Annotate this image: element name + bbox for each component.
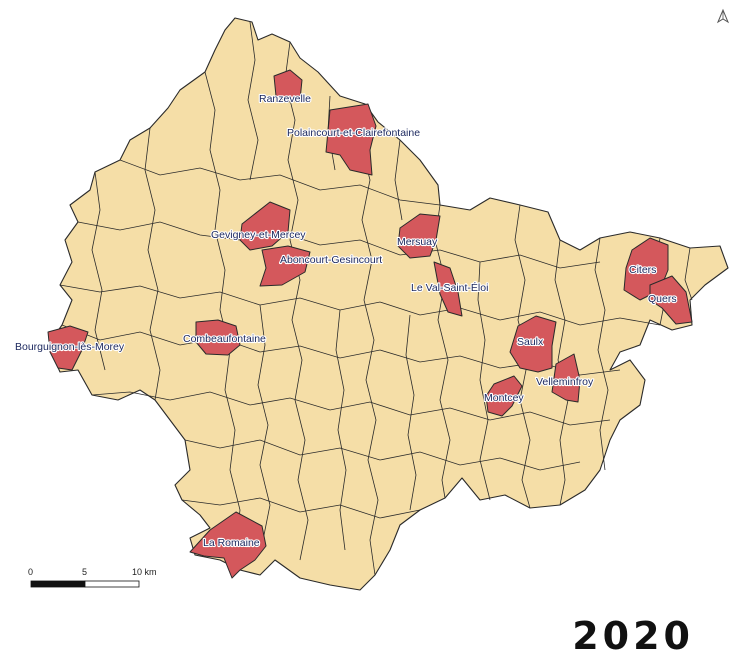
label-saulx: Saulx [517, 336, 544, 348]
territory-outline [47, 17, 729, 591]
commune-gevigney [239, 201, 291, 251]
label-combeaufontaine: Combeaufontaine [183, 333, 266, 345]
commune-la-romaine [189, 511, 267, 579]
commune-polaincourt [325, 103, 377, 176]
commune-mersuay [397, 213, 441, 259]
north-arrow-icon [716, 8, 730, 24]
commune-velleminfroy [551, 353, 581, 403]
commune-bourguignon [47, 325, 89, 371]
year-label: 2020 [572, 614, 694, 658]
label-val-saint-eloi: Le Val-Saint-Éloi [411, 281, 488, 294]
commune-val-saint-eloi [433, 261, 463, 317]
commune-boundaries [59, 21, 693, 576]
commune-aboncourt [259, 245, 311, 287]
commune-combeaufontaine [195, 319, 241, 356]
commune-ranzevelle [273, 69, 303, 103]
commune-montcey [485, 375, 523, 417]
label-quers: Quers [648, 293, 677, 305]
label-montcey: Montcey [484, 392, 524, 404]
label-ranzevelle: Ranzevelle [259, 93, 311, 105]
label-aboncourt: Aboncourt-Gesincourt [280, 254, 382, 266]
scale-label-5: 5 [82, 567, 87, 577]
scale-label-10km: 10 km [132, 567, 157, 577]
scale-label-0: 0 [28, 567, 33, 577]
label-velleminfroy: Velleminfroy [536, 376, 594, 388]
scale-bar: 0 5 10 km [28, 567, 157, 588]
label-citers: Citers [629, 264, 656, 276]
label-la-romaine: La Romaine [203, 537, 260, 549]
label-bourguignon: Bourguignon-lès-Morey [15, 341, 125, 353]
commune-labels: Ranzevelle Polaincourt-et-Clairefontaine… [14, 92, 678, 550]
commune-quers [649, 275, 693, 325]
label-mersuay: Mersuay [397, 236, 438, 248]
highlighted-communes [47, 69, 693, 579]
commune-saulx [509, 315, 557, 373]
label-gevigney: Gevigney-et-Mercey [211, 229, 306, 241]
label-polaincourt: Polaincourt-et-Clairefontaine [287, 127, 420, 139]
